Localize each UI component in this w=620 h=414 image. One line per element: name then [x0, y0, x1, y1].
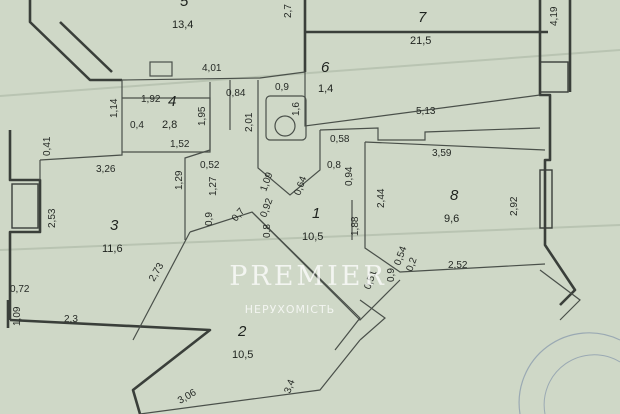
dimension: 0,9 [386, 268, 397, 282]
room-number: 1 [312, 205, 320, 222]
dimension: 3,06 [176, 387, 199, 406]
room-number: 5 [180, 0, 189, 10]
dimension: 1,52 [170, 139, 190, 150]
windows [11, 61, 569, 229]
outer-walls [6, 0, 577, 414]
internal-walls [39, 61, 581, 414]
dimension: 2,52 [448, 260, 468, 271]
dimension: 1,95 [197, 106, 208, 126]
dimension: 2,53 [47, 208, 58, 228]
dimension: 0,4 [130, 120, 144, 131]
dimension: 4,19 [549, 6, 560, 26]
room-area: 2,8 [162, 119, 177, 131]
room-number: 4 [168, 93, 176, 110]
room-number: 3 [110, 217, 119, 234]
room-number: 8 [450, 187, 459, 204]
dimension: 0,92 [258, 197, 275, 219]
room-labels: 5 13,4 7 21,5 6 1,4 4 2,8 3 11,6 1 10,5 … [102, 0, 459, 361]
dimension: 1,6 [291, 102, 302, 116]
paper-fold [0, 224, 620, 251]
paper-fold [0, 49, 620, 97]
dimension: 5,13 [416, 106, 436, 117]
dimension: 1,09 [12, 306, 23, 326]
dimension: 2,01 [244, 112, 255, 132]
dimension: 0,9 [204, 212, 215, 226]
stamp [518, 332, 620, 414]
dimension: 1,29 [174, 170, 185, 190]
room-area: 10,5 [232, 349, 253, 361]
dimension: 0,94 [344, 166, 355, 186]
room-area: 13,4 [172, 19, 193, 31]
dimension: 3,26 [96, 164, 116, 175]
dimension: 1,14 [109, 98, 120, 118]
dimension: 3,59 [432, 148, 452, 159]
dimension: 1,92 [141, 94, 161, 105]
dimension: 2,7 [283, 4, 294, 18]
dimension: 0,41 [42, 136, 53, 156]
dimension: 2,73 [147, 261, 166, 284]
room-area: 21,5 [410, 35, 431, 47]
room-area: 1,4 [318, 83, 333, 95]
dimension: 0,2 [404, 256, 419, 273]
dimension: 1,27 [208, 176, 219, 196]
dimension: 0,8 [327, 160, 341, 171]
dimension: 0,7 [230, 206, 248, 224]
room-number: 7 [418, 9, 427, 26]
dimension: 2,92 [509, 196, 520, 216]
dimension: 0,52 [200, 160, 220, 171]
dimension-labels: 2,7 4,19 4,01 0,84 0,9 1,6 2,01 1,92 1,1… [10, 4, 560, 407]
dimension: 1,88 [350, 216, 361, 236]
dimension: 0,9 [275, 82, 289, 93]
dimension: 0,8 [262, 224, 273, 238]
dimension: 2,44 [376, 188, 387, 208]
room-area: 10,5 [302, 231, 323, 243]
dimension: 0,58 [330, 134, 350, 145]
dimension: 0,72 [10, 284, 30, 295]
room-area: 11,6 [102, 243, 123, 255]
dimension: 0,84 [226, 88, 246, 99]
dimension: 2,3 [64, 314, 78, 325]
room-area: 9,6 [444, 213, 459, 225]
room-number: 6 [321, 59, 330, 76]
watermark-subtitle: НЕРУХОМІСТЬ [245, 303, 335, 316]
watermark: PREMIER НЕРУХОМІСТЬ [229, 261, 387, 316]
room-number: 2 [237, 323, 247, 340]
watermark-title: PREMIER [229, 261, 387, 292]
dimension: 4,01 [202, 63, 222, 74]
dimension: 0,64 [292, 175, 309, 197]
dimension: 3,4 [282, 378, 297, 395]
dimension: 1,09 [258, 171, 275, 193]
